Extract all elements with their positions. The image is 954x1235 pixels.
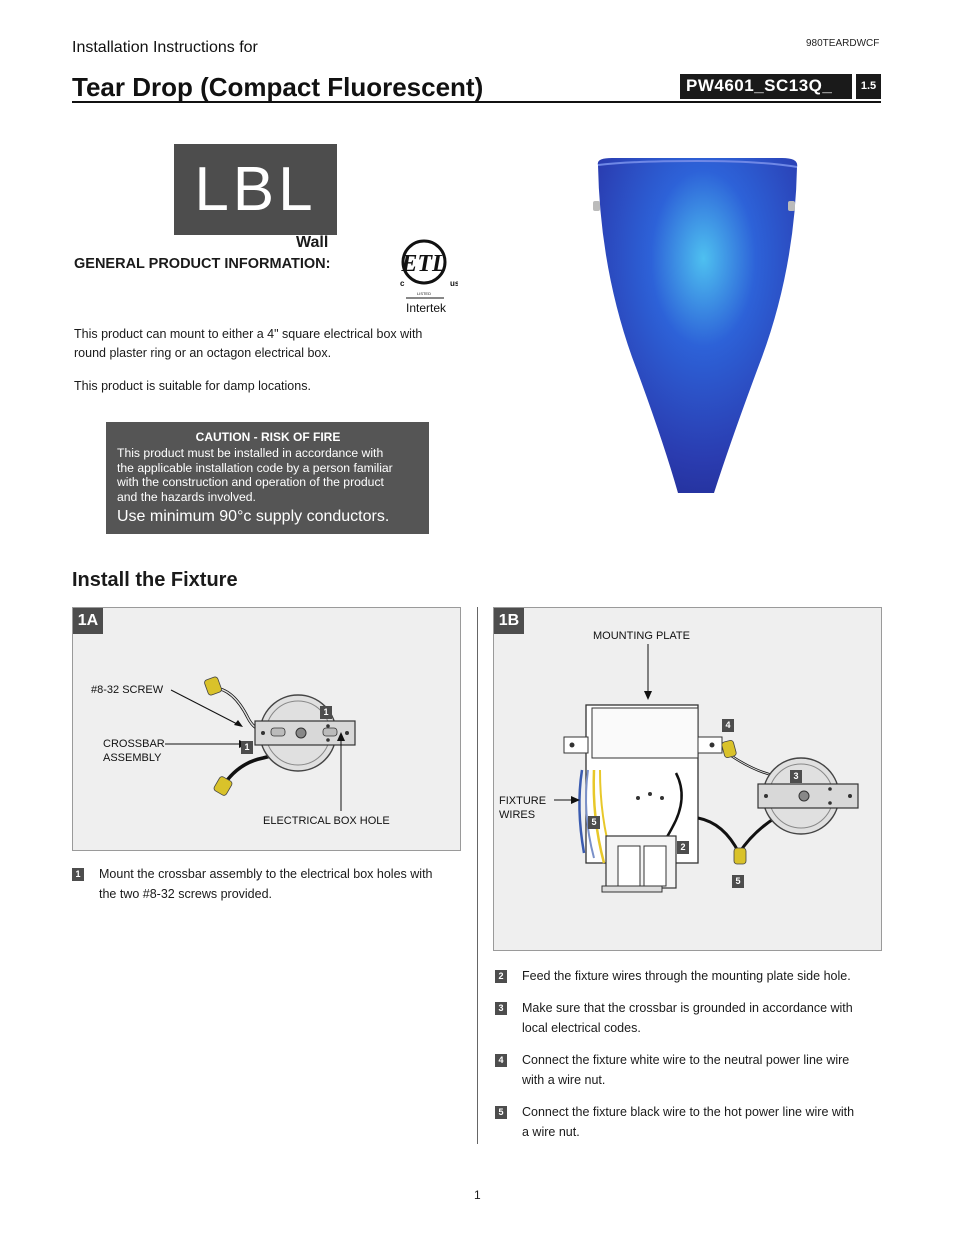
step-4-number: 4 (495, 1054, 507, 1067)
crossbar-label-line: ASSEMBLY (103, 752, 162, 764)
title-divider (72, 101, 881, 103)
step-3-line: local electrical codes. (522, 1021, 641, 1035)
step-2-number: 2 (495, 970, 507, 983)
callout-5-left: 5 (588, 816, 600, 829)
page-number: 1 (474, 1188, 481, 1202)
step-5-number: 5 (495, 1106, 507, 1119)
step-2-line: Feed the fixture wires through the mount… (522, 969, 851, 983)
mounting-info-paragraph: This product can mount to either a 4" sq… (74, 325, 422, 363)
version-badge: 1.5 (856, 74, 881, 99)
caution-body: This product must be installed in accord… (117, 446, 419, 504)
header-subtitle: Installation Instructions for (72, 39, 258, 56)
panel-1b-tag: 1B (494, 608, 524, 634)
mounting-info-line: This product can mount to either a 4" sq… (74, 327, 423, 341)
step-3-line: Make sure that the crossbar is grounded … (522, 1001, 853, 1015)
panel-1a: 1A #8-32 SCREW CROSSBAR ASSEMBLY ELECTRI… (72, 607, 461, 851)
step-1-text: Mount the crossbar assembly to the elect… (99, 864, 433, 904)
panel-1a-tag: 1A (73, 608, 103, 634)
callout-1-left: 1 (241, 741, 253, 754)
caution-footer: Use minimum 90°c supply conductors. (117, 508, 390, 525)
callout-3: 3 (790, 770, 802, 783)
callout-1-top: 1 (320, 706, 332, 719)
fixture-wires-label-line: WIRES (499, 809, 536, 821)
step-3-text: Make sure that the crossbar is grounded … (522, 998, 853, 1038)
screw-label: #8-32 SCREW (91, 684, 164, 696)
caution-box: CAUTION - RISK OF FIRE This product must… (106, 422, 429, 534)
install-heading: Install the Fixture (72, 569, 238, 591)
column-divider (477, 607, 478, 1144)
step-3-number: 3 (495, 1002, 507, 1015)
lbl-logo: LBL (174, 144, 337, 235)
crossbar-label: CROSSBAR ASSEMBLY (103, 737, 165, 765)
step-4-text: Connect the fixture white wire to the ne… (522, 1050, 849, 1090)
step-5-line: a wire nut. (522, 1125, 580, 1139)
caution-line: and the hazards involved. (117, 489, 256, 504)
callout-5-right: 5 (732, 875, 744, 888)
svg-text:ETL: ETL (400, 251, 446, 277)
model-number-badge: PW4601_SC13Q_ (680, 74, 852, 99)
product-category: Wall (296, 234, 329, 251)
step-4-line: with a wire nut. (522, 1073, 606, 1087)
cert-c-label: c (400, 279, 405, 288)
step-5-line: Connect the fixture black wire to the ho… (522, 1105, 855, 1119)
cert-listed-label: LISTED (417, 291, 431, 296)
cert-us-label: us (450, 279, 458, 288)
fixture-wires-label-line: FIXTURE (499, 795, 547, 807)
step-1-number: 1 (72, 868, 84, 881)
mounting-info-line: round plaster ring or an octagon electri… (74, 346, 332, 360)
mounting-plate-diagram (554, 644, 859, 893)
tear-drop-shade-image (593, 158, 798, 493)
cert-name: Intertek (406, 301, 447, 315)
fixture-wires-label: FIXTURE WIRES (499, 794, 546, 822)
page-title: Tear Drop (Compact Fluorescent) (72, 72, 484, 102)
step-4-line: Connect the fixture white wire to the ne… (522, 1053, 850, 1067)
damp-location-info: This product is suitable for damp locati… (74, 379, 311, 393)
caution-line: with the construction and operation of t… (117, 475, 384, 489)
panel-1b: 1B (493, 607, 882, 951)
caution-line: This product must be installed in accord… (117, 446, 384, 460)
crossbar-diagram (165, 676, 356, 811)
crossbar-label-line: CROSSBAR (103, 738, 165, 750)
caution-heading: CAUTION - RISK OF FIRE (195, 430, 341, 444)
box-hole-label: ELECTRICAL BOX HOLE (263, 815, 390, 827)
callout-4: 4 (722, 719, 734, 732)
document-code: 980TEARDWCF (806, 38, 880, 49)
callout-2: 2 (677, 841, 689, 854)
caution-line: the applicable installation code by a pe… (117, 460, 393, 475)
general-info-heading: GENERAL PRODUCT INFORMATION: (74, 256, 331, 272)
etl-listed-mark-icon: ETL c us LISTED Intertek (400, 239, 458, 315)
mounting-plate-label: MOUNTING PLATE (593, 630, 690, 642)
step-1-line: the two #8-32 screws provided. (99, 887, 273, 901)
step-1-line: Mount the crossbar assembly to the elect… (99, 867, 433, 881)
step-2-text: Feed the fixture wires through the mount… (522, 966, 851, 986)
step-5-text: Connect the fixture black wire to the ho… (522, 1102, 854, 1142)
